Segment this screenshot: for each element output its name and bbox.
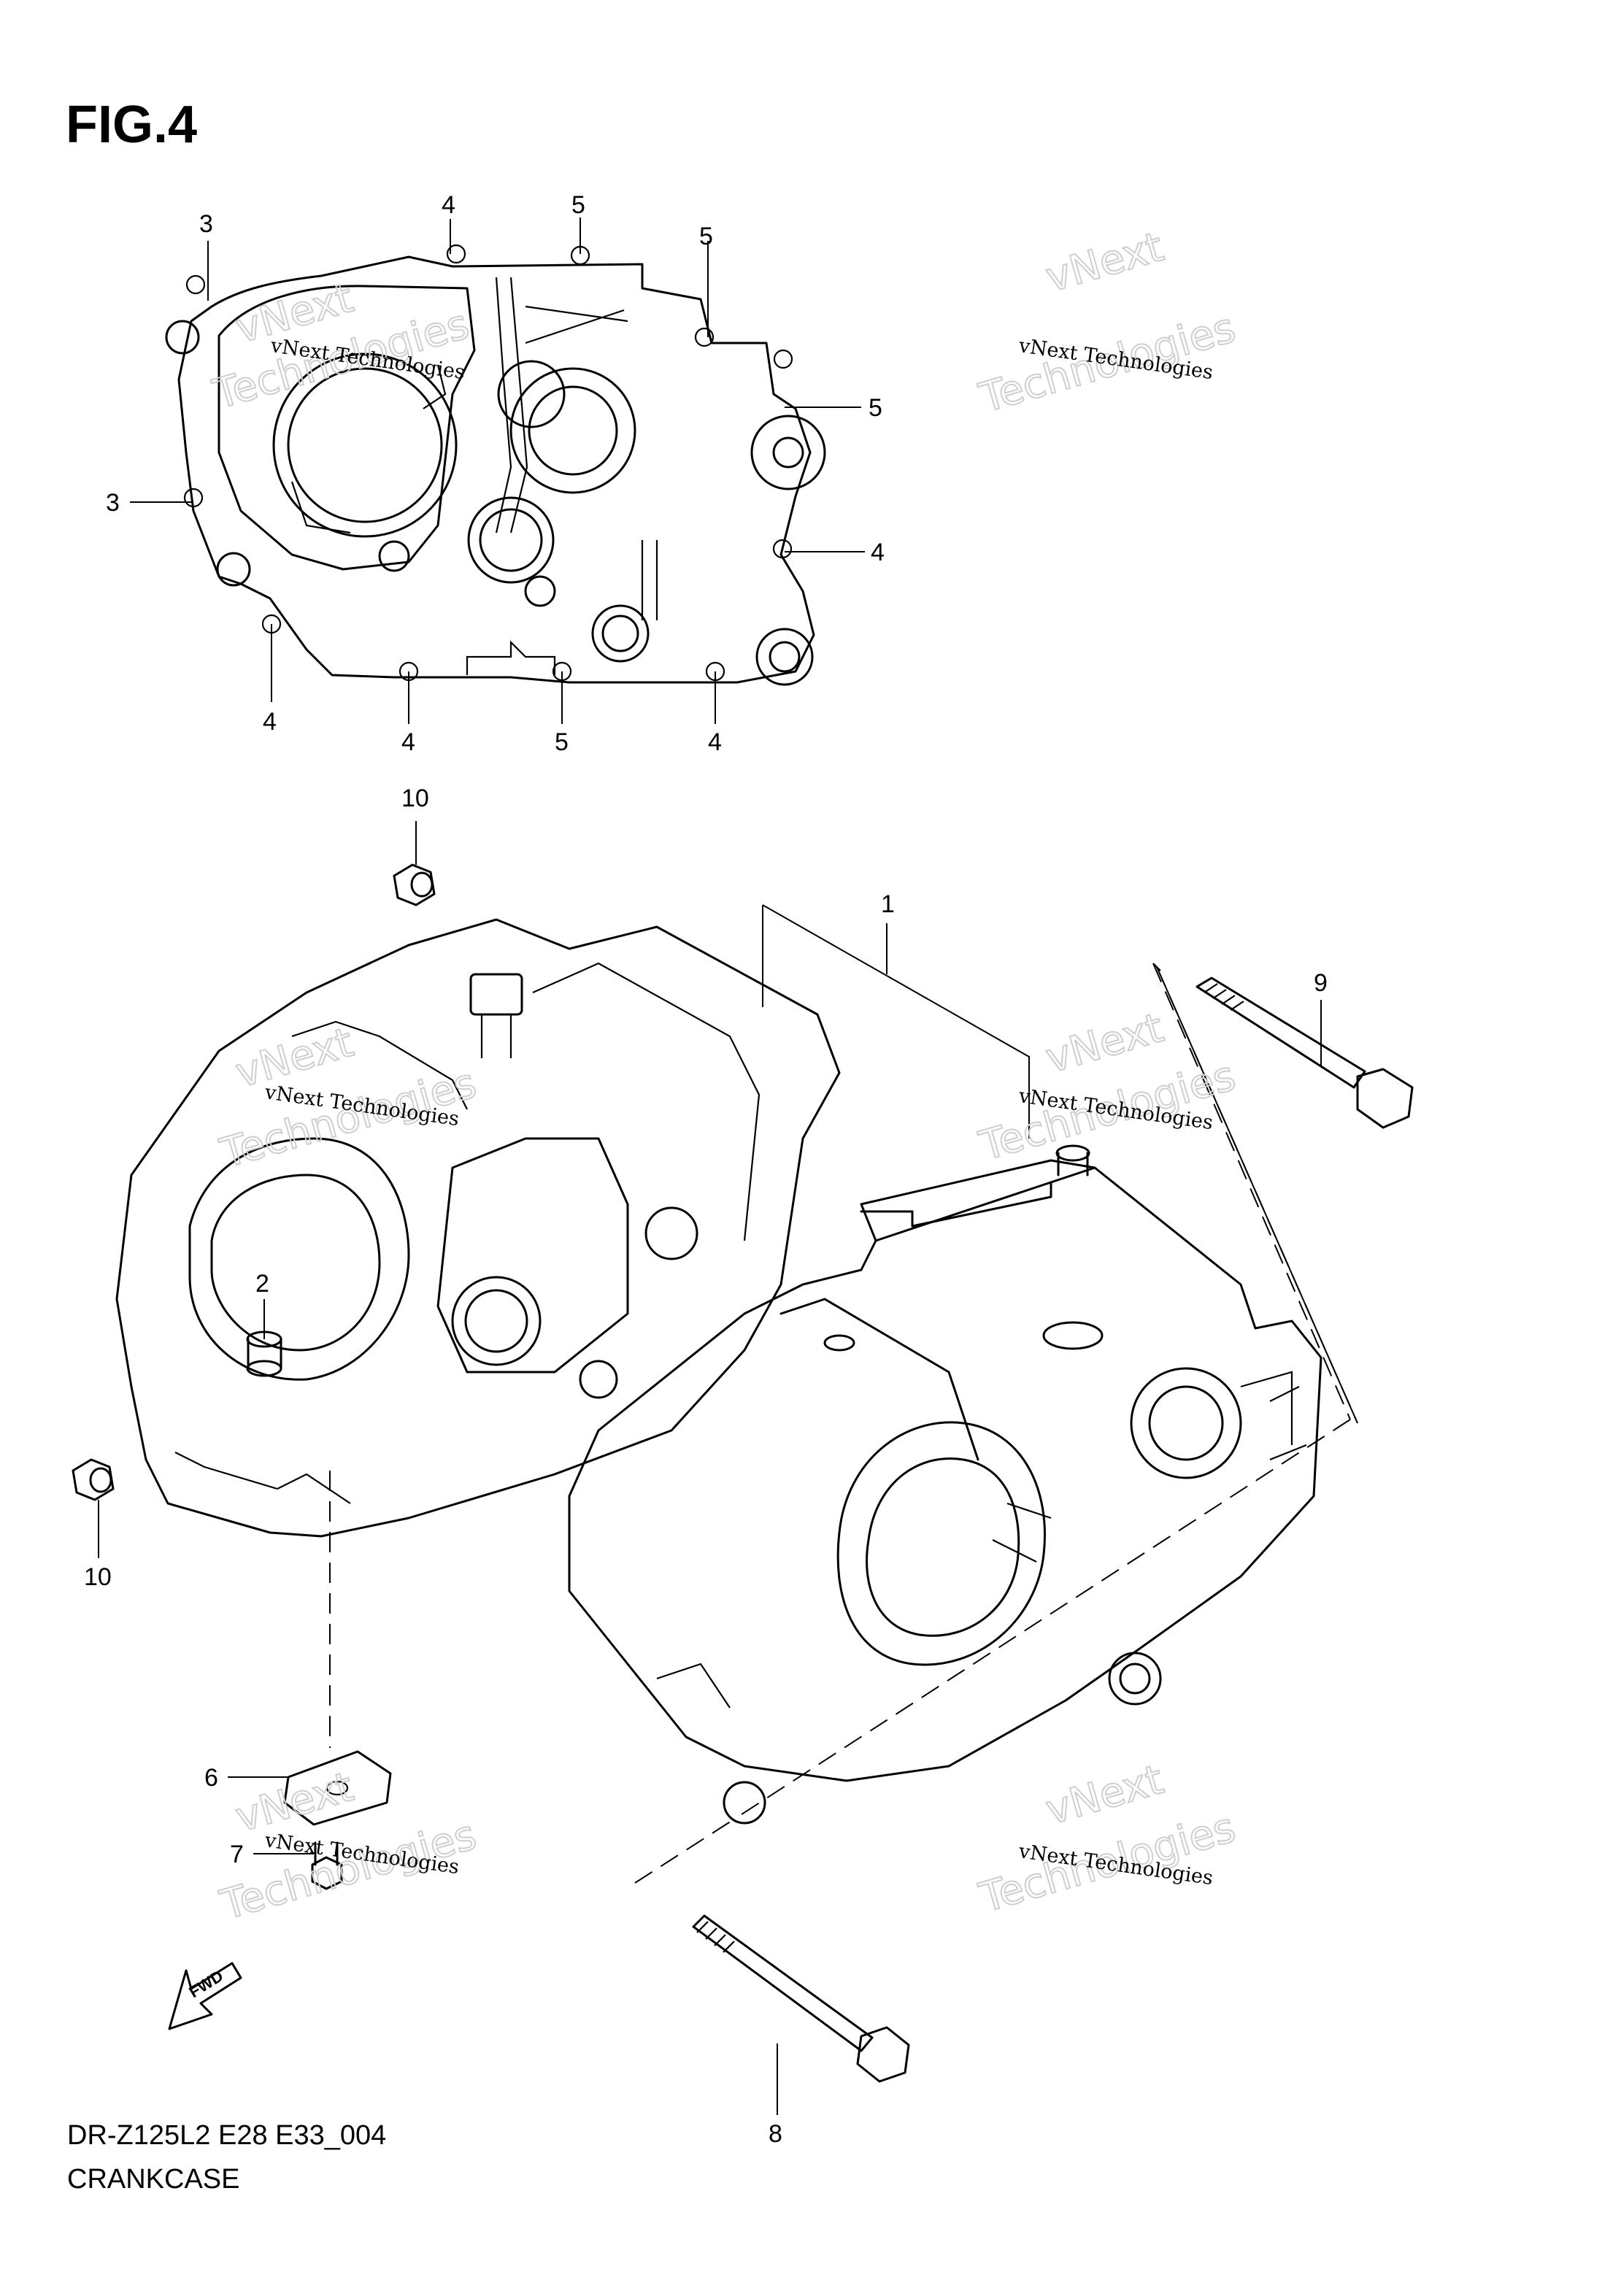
watermark-bottom-left: vNext Technologies vNext Technologies <box>215 1763 482 1930</box>
watermark-mid-right: vNext Technologies vNext Technologies <box>974 1003 1241 1171</box>
callout-1: 1 <box>881 890 895 918</box>
part-7-nut <box>311 1841 343 1890</box>
callout-4: 4 <box>263 708 277 736</box>
callout-leaders <box>98 217 1322 2115</box>
crankcase-half-face-view <box>165 244 826 686</box>
callout-3: 3 <box>106 489 120 517</box>
callout-10: 10 <box>84 1563 112 1591</box>
figure-label: FIG.4 <box>66 96 198 154</box>
svg-text:vNext: vNext <box>1041 1756 1168 1835</box>
callout-3: 3 <box>199 210 213 238</box>
callout-4: 4 <box>442 191 455 219</box>
watermark-bottom-right: vNext Technologies vNext Technologies <box>974 1755 1241 1923</box>
callout-5: 5 <box>699 223 713 250</box>
callout-numbers: 3 4 5 5 5 3 4 4 4 5 4 10 1 9 2 10 6 7 8 <box>84 191 1328 2148</box>
watermark-top-left: vNext Technologies vNext Technologies <box>207 274 475 420</box>
watermark-top-right: vNext Technologies vNext Technologies <box>974 223 1241 423</box>
watermark-mid-left: vNext Technologies vNext Technologies <box>215 1018 482 1179</box>
svg-text:vNext: vNext <box>1041 1004 1168 1083</box>
part-10-nut-top <box>393 863 436 906</box>
callout-5: 5 <box>555 728 569 756</box>
callout-9: 9 <box>1314 969 1328 997</box>
part-9-bolt <box>1195 976 1414 1129</box>
svg-text:vNext: vNext <box>1041 223 1168 302</box>
model-code: DR-Z125L2 E28 E33_004 <box>67 2120 387 2151</box>
part-name: CRANKCASE <box>67 2164 240 2195</box>
callout-4: 4 <box>871 539 885 566</box>
callout-4: 4 <box>708 728 722 756</box>
part-6-plate <box>283 1750 392 1826</box>
callout-7: 7 <box>230 1841 244 1868</box>
part-10-nut-left <box>72 1458 115 1501</box>
callout-6: 6 <box>204 1764 218 1792</box>
crankcase-assembly-iso-view <box>115 918 1322 1825</box>
callout-4: 4 <box>401 728 415 756</box>
callout-10: 10 <box>401 785 429 812</box>
callout-5: 5 <box>571 191 585 219</box>
fwd-arrow-icon: FWD <box>168 1962 242 2030</box>
callout-8: 8 <box>769 2120 782 2148</box>
callout-2: 2 <box>255 1270 269 1298</box>
part-8-bolt <box>692 1914 910 2083</box>
callout-5: 5 <box>869 394 882 422</box>
